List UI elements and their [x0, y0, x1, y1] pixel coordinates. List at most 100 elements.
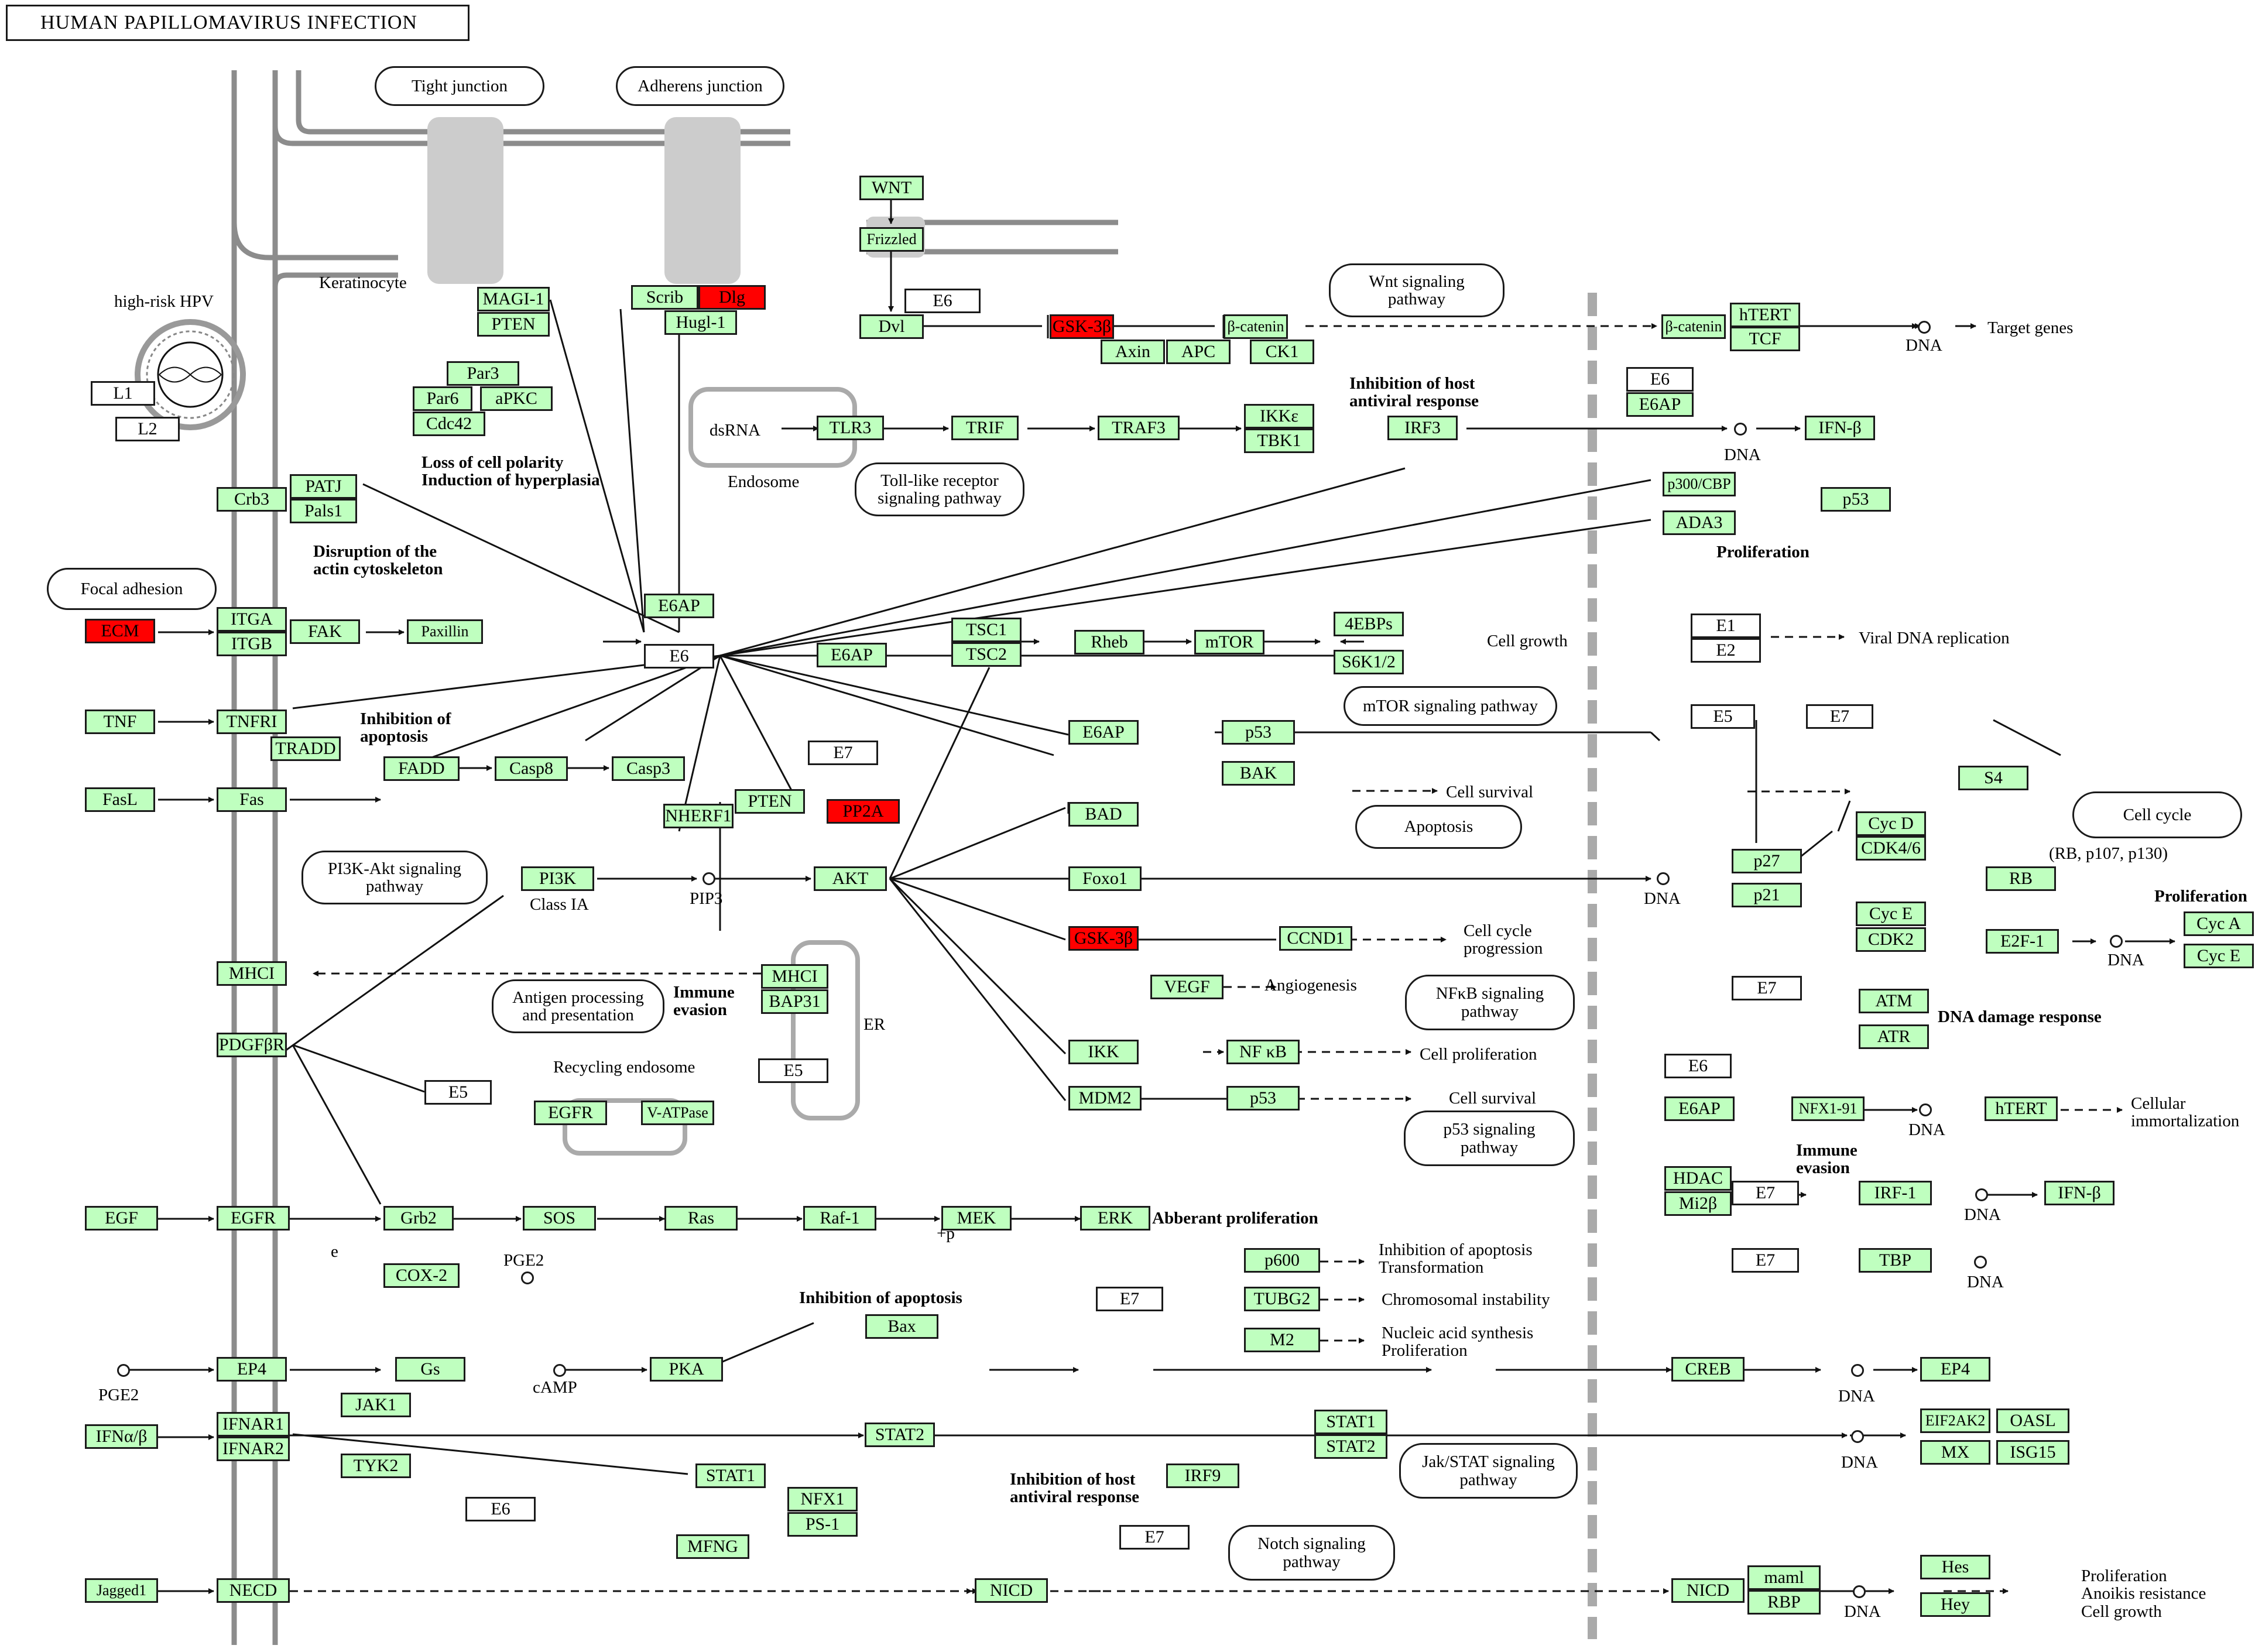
gene-node-ifnb1[interactable]: IFN-β — [1805, 416, 1875, 440]
pathway-link-antigen[interactable]: Antigen processing and presentation — [492, 979, 664, 1033]
gene-node-e6a[interactable]: E6 — [904, 289, 981, 313]
gene-node-sos[interactable]: SOS — [523, 1206, 596, 1231]
gene-node-dlg[interactable]: Dlg — [698, 285, 766, 310]
gene-node-mhci1[interactable]: MHCI — [217, 961, 287, 986]
gene-node-e6b[interactable]: E6 — [1626, 367, 1694, 392]
gene-node-tnfr1[interactable]: TNFRI — [217, 710, 287, 734]
gene-node-ifnab[interactable]: IFNα/β — [85, 1424, 158, 1449]
gene-node-bcat1[interactable]: β-catenin — [1224, 314, 1288, 339]
gene-node-ecm[interactable]: ECM — [85, 619, 155, 643]
gene-node-raf1[interactable]: Raf-1 — [803, 1206, 876, 1231]
gene-node-pdgfbr[interactable]: PDGFβR — [217, 1033, 287, 1057]
gene-node-tradd[interactable]: TRADD — [270, 736, 341, 761]
gene-node-tbk1[interactable]: TBK1 — [1244, 429, 1314, 453]
gene-node-casp8[interactable]: Casp8 — [495, 756, 568, 781]
gene-node-e7g[interactable]: E7 — [1119, 1525, 1190, 1550]
gene-node-itga[interactable]: ITGA — [217, 607, 287, 632]
gene-node-hes[interactable]: Hes — [1920, 1555, 1990, 1579]
gene-node-pp2a[interactable]: PP2A — [827, 799, 900, 824]
gene-node-cyce[interactable]: Cyc E — [1856, 902, 1926, 926]
gene-node-akt[interactable]: AKT — [814, 866, 887, 891]
gene-node-pi3k[interactable]: PI3K — [521, 866, 594, 891]
gene-node-wnt[interactable]: WNT — [859, 176, 924, 200]
gene-node-s6k[interactable]: S6K1/2 — [1334, 650, 1404, 674]
gene-node-tyk2[interactable]: TYK2 — [341, 1454, 411, 1478]
gene-node-bcat2[interactable]: β-catenin — [1661, 314, 1726, 339]
gene-node-traf3[interactable]: TRAF3 — [1098, 416, 1180, 440]
gene-node-nicd1[interactable]: NICD — [975, 1578, 1048, 1603]
gene-node-scrib[interactable]: Scrib — [631, 285, 698, 310]
gene-node-stat2a[interactable]: STAT2 — [865, 1423, 935, 1447]
gene-node-rbp[interactable]: RBP — [1747, 1590, 1821, 1615]
gene-node-hugl1[interactable]: Hugl-1 — [664, 310, 737, 335]
gene-node-htert2[interactable]: hTERT — [1985, 1096, 2058, 1121]
gene-node-cdc42[interactable]: Cdc42 — [413, 412, 485, 436]
gene-node-rb[interactable]: RB — [1986, 866, 2056, 891]
pathway-link-apoptosis[interactable]: Apoptosis — [1355, 805, 1522, 849]
gene-node-tsc2[interactable]: TSC2 — [951, 642, 1022, 667]
gene-node-m2[interactable]: M2 — [1244, 1328, 1320, 1352]
gene-node-pten1[interactable]: PTEN — [477, 312, 550, 337]
gene-node-p53a[interactable]: p53 — [1821, 487, 1891, 512]
gene-node-bad[interactable]: BAD — [1068, 802, 1139, 827]
gene-node-stat1a[interactable]: STAT1 — [1314, 1410, 1387, 1434]
gene-node-apkc[interactable]: aPKC — [480, 386, 553, 411]
gene-node-irf1[interactable]: IRF-1 — [1859, 1181, 1932, 1205]
gene-node-irf3[interactable]: IRF3 — [1387, 416, 1458, 440]
gene-node-axin[interactable]: Axin — [1101, 340, 1165, 364]
gene-node-gs[interactable]: Gs — [395, 1357, 465, 1382]
gene-node-tcf[interactable]: TCF — [1730, 327, 1800, 351]
gene-node-fas[interactable]: Fas — [217, 787, 287, 812]
gene-node-oasl[interactable]: OASL — [1996, 1408, 2069, 1433]
gene-node-mtor[interactable]: mTOR — [1194, 630, 1264, 654]
gene-node-foxo1[interactable]: Foxo1 — [1068, 866, 1142, 891]
gene-node-e7f[interactable]: E7 — [1096, 1287, 1163, 1311]
gene-node-gsk3b1[interactable]: GSK-3β — [1050, 314, 1114, 339]
gene-node-p21[interactable]: p21 — [1732, 883, 1802, 907]
gene-node-ifnb2[interactable]: IFN-β — [2044, 1181, 2115, 1205]
gene-node-ada3[interactable]: ADA3 — [1663, 510, 1736, 535]
gene-node-maml[interactable]: maml — [1747, 1565, 1821, 1590]
pathway-link-nfkb[interactable]: NFκB signaling pathway — [1405, 975, 1575, 1030]
gene-node-p600[interactable]: p600 — [1244, 1248, 1320, 1273]
gene-node-e7e[interactable]: E7 — [1732, 1248, 1799, 1273]
gene-node-fasl[interactable]: FasL — [85, 787, 155, 812]
gene-node-s4[interactable]: S4 — [1958, 766, 2028, 790]
gene-node-ikke[interactable]: IKKε — [1244, 404, 1314, 429]
gene-node-grb2[interactable]: Grb2 — [383, 1206, 454, 1231]
gene-node-htert1[interactable]: hTERT — [1730, 303, 1800, 327]
gene-node-e5b[interactable]: E5 — [424, 1080, 492, 1105]
gene-node-e1[interactable]: E1 — [1691, 613, 1761, 638]
gene-node-gsk3b2[interactable]: GSK-3β — [1068, 926, 1139, 951]
gene-node-e6ap1[interactable]: E6AP — [1626, 392, 1694, 417]
gene-node-cyce2[interactable]: Cyc E — [2184, 944, 2254, 968]
gene-node-trif[interactable]: TRIF — [951, 416, 1019, 440]
gene-node-hdac[interactable]: HDAC — [1664, 1166, 1732, 1191]
gene-node-irf9[interactable]: IRF9 — [1166, 1464, 1239, 1488]
pathway-link-focal[interactable]: Focal adhesion — [47, 568, 217, 610]
gene-node-tnf[interactable]: TNF — [85, 710, 155, 734]
gene-node-ps1[interactable]: PS-1 — [787, 1512, 858, 1537]
gene-node-mek[interactable]: MEK — [941, 1206, 1012, 1231]
gene-node-erk[interactable]: ERK — [1080, 1206, 1150, 1231]
gene-node-vatpase[interactable]: V-ATPase — [641, 1101, 714, 1125]
gene-node-e6ap2[interactable]: E6AP — [644, 594, 714, 618]
gene-node-e6ap5[interactable]: E6AP — [1664, 1096, 1735, 1121]
gene-node-nfx1[interactable]: NFX1 — [787, 1487, 858, 1512]
gene-node-cdk2[interactable]: CDK2 — [1856, 927, 1926, 952]
gene-node-vegf[interactable]: VEGF — [1150, 975, 1224, 999]
gene-node-creb[interactable]: CREB — [1671, 1357, 1745, 1382]
gene-node-cycd[interactable]: Cyc D — [1856, 811, 1926, 836]
gene-node-patj[interactable]: PATJ — [290, 474, 357, 499]
gene-node-ep4b[interactable]: EP4 — [1920, 1357, 1990, 1382]
gene-node-magi1[interactable]: MAGI-1 — [477, 287, 550, 311]
gene-node-4ebps[interactable]: 4EBPs — [1334, 612, 1404, 636]
gene-node-e6ap4[interactable]: E6AP — [1068, 720, 1139, 745]
gene-node-par6[interactable]: Par6 — [413, 386, 472, 411]
gene-node-e6c[interactable]: E6 — [644, 644, 714, 669]
gene-node-eif2ak2[interactable]: EIF2AK2 — [1920, 1408, 1990, 1433]
gene-node-atr[interactable]: ATR — [1859, 1024, 1929, 1049]
gene-node-par3[interactable]: Par3 — [447, 361, 519, 386]
gene-node-hey[interactable]: Hey — [1920, 1592, 1990, 1617]
gene-node-nfkb[interactable]: NF κB — [1226, 1040, 1300, 1064]
